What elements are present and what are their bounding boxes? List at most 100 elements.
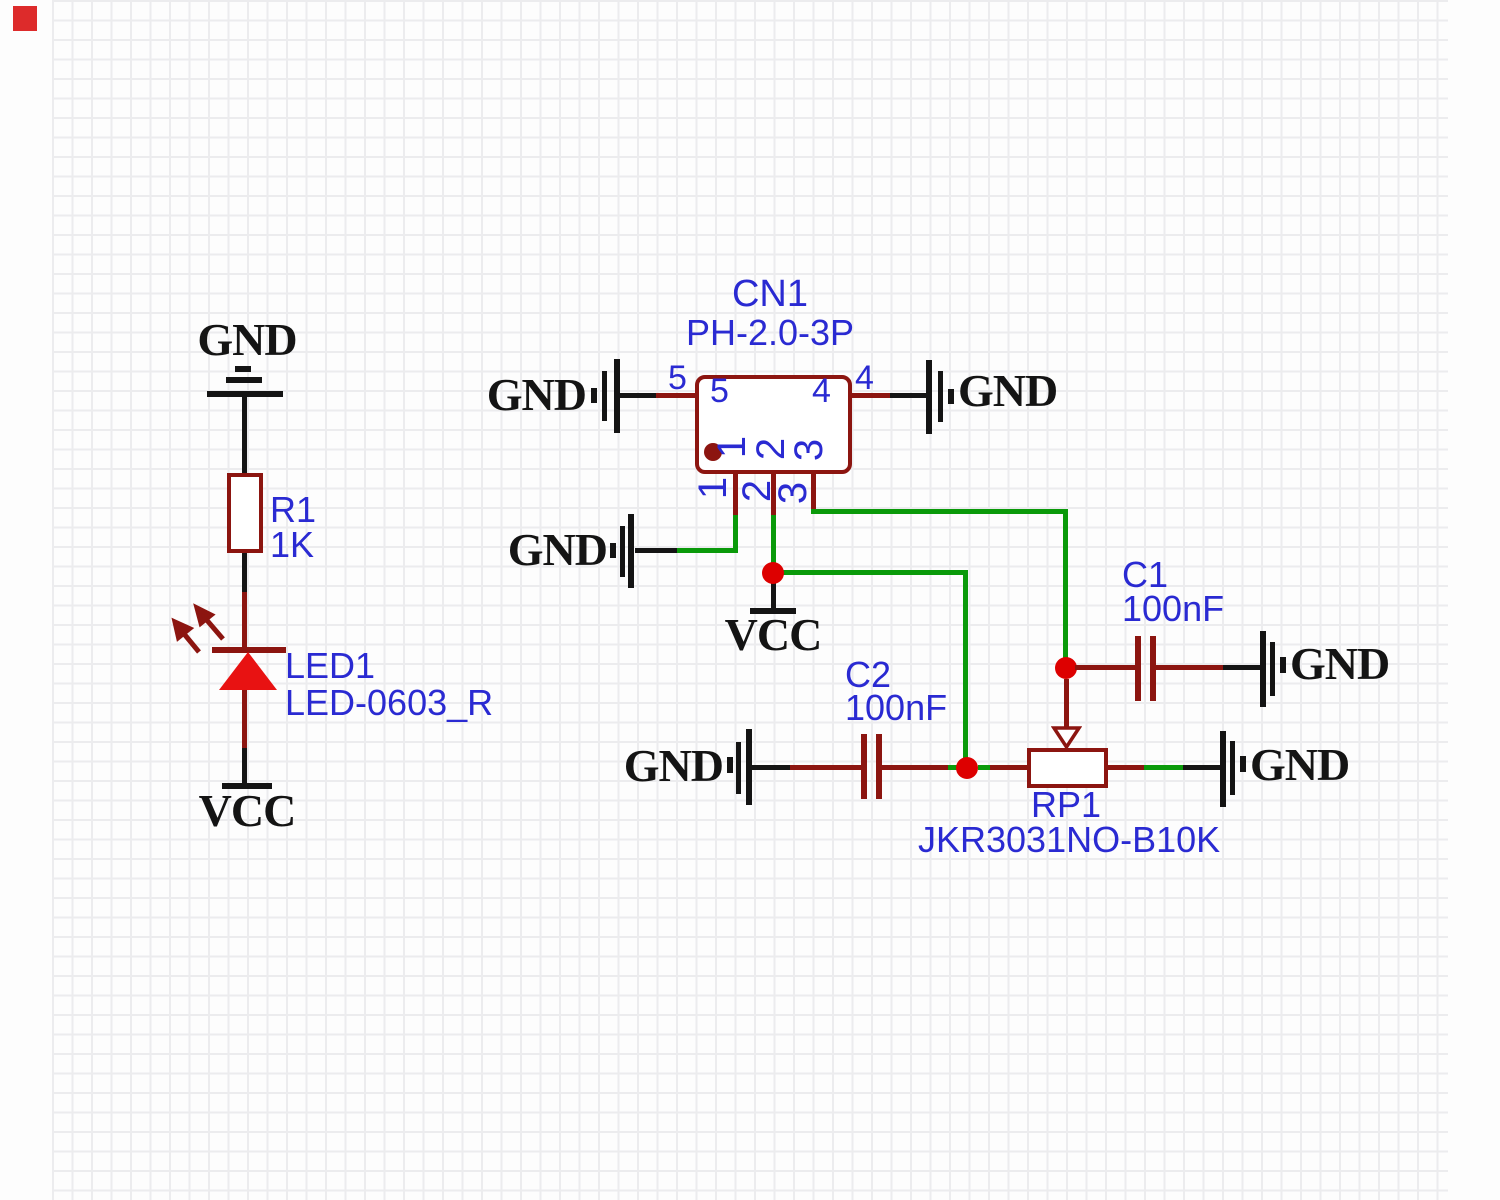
wire-segment[interactable] — [242, 592, 247, 650]
wire-segment[interactable] — [1063, 509, 1068, 668]
rp1-value-label[interactable]: JKR3031NO-B10K — [918, 819, 1221, 860]
wire-segment[interactable] — [242, 397, 247, 473]
cn1-pin5-outer-number: 5 — [668, 359, 687, 397]
gnd-symbol-bar-mid — [1270, 642, 1275, 696]
wire-segment[interactable] — [1183, 765, 1222, 770]
gnd-symbol-bar-small — [591, 388, 597, 403]
wire-segment[interactable] — [990, 765, 1027, 770]
r1-value-label[interactable]: 1K — [270, 524, 315, 565]
gnd-net-label: GND — [197, 314, 297, 365]
gnd-symbol-bar-large — [1260, 631, 1266, 707]
wire-segment[interactable] — [752, 765, 790, 770]
gnd-net-label: GND — [507, 524, 608, 575]
gnd-symbol-bar-mid — [736, 742, 741, 794]
junction-dot — [1055, 657, 1077, 679]
wire-segment[interactable] — [1075, 665, 1137, 670]
c2-ref-label[interactable]: C2 — [845, 654, 892, 695]
wire-segment[interactable] — [811, 509, 1068, 514]
wire-segment[interactable] — [242, 553, 247, 592]
wire-segment[interactable] — [1156, 665, 1223, 670]
pin1-marker-dot — [704, 443, 722, 461]
c1-value-label[interactable]: 100nF — [1122, 588, 1225, 629]
wire-segment[interactable] — [1223, 665, 1262, 670]
gnd-symbol-bar-small — [1240, 756, 1246, 772]
gnd-symbol-bar-small — [610, 543, 616, 558]
gnd-symbol-bar-mid — [620, 526, 625, 577]
gnd-symbol-bar-large — [926, 360, 932, 434]
cn1-pin2-inner-number: 2 — [749, 437, 793, 461]
gnd-net-label: GND — [1250, 739, 1350, 790]
r1-ref-label[interactable]: R1 — [270, 489, 317, 530]
vcc-symbol-bar — [750, 608, 796, 614]
rp1-ref-label[interactable]: RP1 — [1030, 784, 1102, 825]
cn1-pin4-inner-number: 4 — [812, 372, 831, 410]
wire-segment[interactable] — [635, 548, 677, 553]
cn1-pin4-outer-number: 4 — [855, 359, 874, 397]
pin3-stub — [811, 474, 816, 513]
wire-segment[interactable] — [978, 765, 990, 770]
gnd-symbol-bar-small — [727, 757, 733, 773]
wire-segment[interactable] — [1144, 765, 1183, 770]
cn1-pin3-inner-number: 3 — [787, 438, 831, 462]
gnd-symbol-bar-large — [746, 729, 752, 805]
wire-segment[interactable] — [890, 393, 928, 398]
wire-segment[interactable] — [948, 765, 958, 770]
led-cathode-bar — [212, 647, 286, 653]
led1-ref-label[interactable]: LED1 — [285, 645, 376, 686]
gnd-symbol-bar-small — [1280, 657, 1286, 673]
wire-segment[interactable] — [963, 570, 968, 768]
gnd-symbol-bar-mid — [1230, 741, 1235, 795]
pin2-stub — [771, 474, 776, 515]
junction-dot — [956, 757, 978, 779]
c2-value-label[interactable]: 100nF — [845, 687, 948, 728]
wire-segment[interactable] — [677, 548, 738, 553]
wiper-arrow-icon — [1051, 726, 1082, 749]
gnd-symbol-bar-mid — [602, 371, 607, 421]
gnd-net-label: GND — [486, 369, 587, 420]
led-light-arrows-icon — [171, 603, 225, 654]
gnd-net-label: GND — [958, 365, 1058, 416]
capacitor-plate — [1135, 636, 1141, 701]
junction-dot — [762, 562, 784, 584]
vcc-net-label: VCC — [198, 785, 297, 836]
capacitor-plate — [1150, 636, 1156, 701]
cn1-pin1-outer-number: 1 — [691, 476, 735, 500]
wire-segment[interactable] — [790, 765, 863, 770]
connector-body — [695, 375, 852, 474]
pin5-stub — [656, 393, 695, 398]
wire-segment[interactable] — [620, 393, 656, 398]
pin4-stub — [852, 393, 890, 398]
resistor-body — [227, 473, 263, 553]
led1-value-label[interactable]: LED-0603_R — [285, 682, 494, 723]
gnd-symbol-bar-mid — [938, 371, 943, 422]
pin1-stub — [733, 474, 738, 515]
vcc-symbol-bar — [222, 783, 272, 789]
grid-background — [52, 0, 1448, 1200]
selection-marker — [13, 6, 37, 31]
wire-segment[interactable] — [242, 690, 247, 748]
wire-segment[interactable] — [733, 515, 738, 553]
cn1-ref-label[interactable]: CN1 — [731, 273, 809, 315]
cn1-pin1-inner-number: 1 — [710, 435, 754, 459]
gnd-symbol-bar-large — [207, 391, 283, 397]
wire-segment[interactable] — [882, 765, 948, 770]
potentiometer-body — [1027, 748, 1108, 788]
vcc-net-label: VCC — [724, 609, 823, 660]
cn1-value-label[interactable]: PH-2.0-3P — [685, 312, 855, 353]
gnd-symbol-bar-mid — [226, 377, 262, 383]
gnd-net-label: GND — [1290, 638, 1390, 689]
c1-ref-label[interactable]: C1 — [1122, 554, 1169, 595]
wire-segment[interactable] — [771, 582, 776, 610]
wire-segment[interactable] — [771, 515, 776, 566]
wire-segment[interactable] — [1108, 765, 1144, 770]
gnd-symbol-bar-large — [614, 359, 620, 433]
wire-segment[interactable] — [782, 570, 968, 575]
gnd-symbol-bar-large — [628, 514, 634, 588]
gnd-symbol-bar-large — [1220, 731, 1226, 807]
cn1-pin3-outer-number: 3 — [771, 481, 815, 505]
led-triangle — [219, 652, 277, 690]
wiper-wire[interactable] — [1064, 679, 1069, 729]
cn1-pin5-inner-number: 5 — [710, 372, 729, 410]
wire-segment[interactable] — [242, 748, 247, 785]
capacitor-plate — [861, 734, 867, 799]
